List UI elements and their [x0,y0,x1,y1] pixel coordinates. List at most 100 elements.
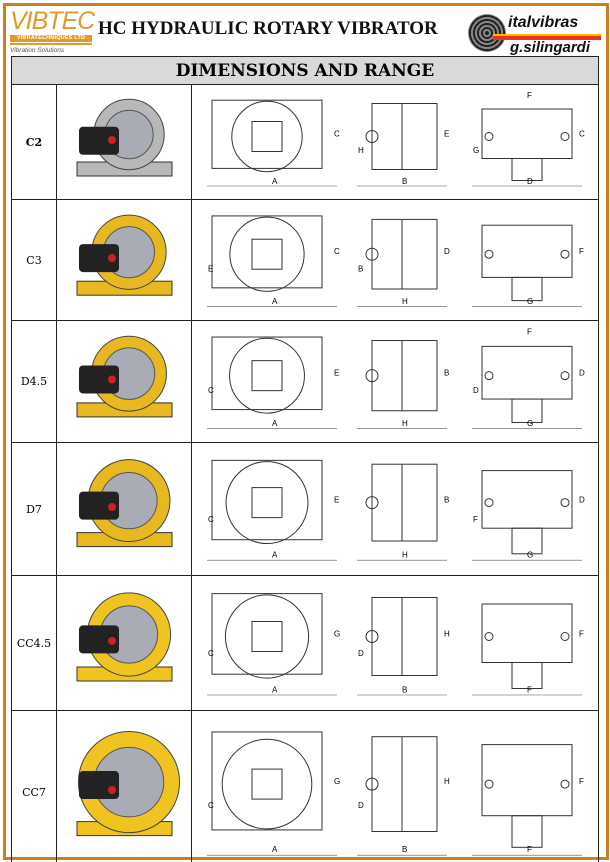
product-photo [56,575,192,711]
dimension-letter: A [272,845,278,854]
dimension-letter: G [527,551,533,560]
dimension-view: FF [472,603,584,696]
dimension-letter: D [527,177,533,186]
model-name: CC4.5 [16,636,52,650]
dimension-letter: H [402,297,408,306]
dimension-letter: C [579,130,585,139]
dimension-view: B E H [357,103,449,187]
dimension-letter: B [402,685,407,694]
dimension-letter: H [444,630,450,639]
dimension-view: FF [472,744,584,856]
dimension-letter: G [334,630,340,639]
dimension-letter: D [473,386,479,395]
dimension-letter: C [208,515,214,524]
dimension-letter: G [527,297,533,306]
dimension-view: AEC [207,459,339,561]
dimension-view: AEC [207,336,339,429]
dimension-view: B H D [357,597,450,696]
dimension-letter: F [527,685,532,694]
model-label: CC4.5 [11,575,57,711]
dimension-letter: G [527,419,533,428]
dimension-letter: C [334,247,340,256]
dimension-view: B H D [357,736,450,856]
dimension-letter: F [527,845,532,854]
dimension-letter: F [527,91,532,100]
dimension-letter: D [358,649,364,658]
dimension-letter: A [272,177,278,186]
dimension-letter: F [579,630,584,639]
dimension-letter: B [402,845,407,854]
dimension-letter: E [334,369,339,378]
dimension-letter: B [358,265,363,274]
dimension-view: A G C [207,731,340,856]
dimension-view: GDF [472,470,585,561]
dimension-letter: C [208,649,214,658]
dimension-letter: H [444,777,450,786]
dimension-letter: B [402,177,407,186]
italvibras-logo: italvibras g.silingardi [468,14,604,58]
model-label: CC7 [11,710,57,862]
dimension-letter: A [272,685,278,694]
page-title: HC HYDRAULIC ROTARY VIBRATOR [98,18,438,39]
product-photo [56,199,192,321]
dimension-letter: B [444,369,449,378]
model-label: C3 [11,199,57,321]
model-label: D4.5 [11,320,57,443]
dimension-letter: D [579,369,585,378]
dimension-letter: F [579,777,584,786]
dimension-letter: C [208,386,214,395]
dimension-letter: G [334,777,340,786]
model-label: D7 [11,442,57,576]
model-label: C2 [11,84,57,200]
italvibras-text: italvibras [508,14,579,31]
model-name: D7 [26,502,42,516]
vibtec-tagline: Vibration Solutions [10,47,65,54]
dimension-view: AC [207,99,340,187]
dimension-letter: E [444,130,449,139]
table-heading: DIMENSIONS AND RANGE [11,56,599,85]
silingardi-text: g.silingardi [510,39,591,56]
product-photo [56,710,192,862]
dimension-letter: C [208,801,214,810]
dimension-view: GF [472,224,584,307]
product-photo [56,84,192,200]
dimension-letter: F [527,328,532,337]
dimension-view: A G C [207,593,340,696]
vibtec-subtitle: VIBRATECHNIQUES LTD [10,35,92,42]
model-name: C2 [25,135,43,149]
dimension-letter: H [402,551,408,560]
dimension-letter: E [334,496,339,505]
dimension-letter: H [358,146,364,155]
dimension-view: H D B [357,218,450,307]
dimension-letter: D [444,247,450,256]
dimension-letter: B [444,496,449,505]
dimension-letter: D [358,801,364,810]
dimension-view: HB [357,463,449,561]
vibtec-logo-text: VIBTEC [10,7,95,35]
dimension-letter: E [208,265,213,274]
dimension-letter: F [579,247,584,256]
dimension-letter: F [473,515,478,524]
product-photo [56,320,192,443]
model-name: D4.5 [20,375,48,388]
model-name: CC7 [22,785,46,799]
